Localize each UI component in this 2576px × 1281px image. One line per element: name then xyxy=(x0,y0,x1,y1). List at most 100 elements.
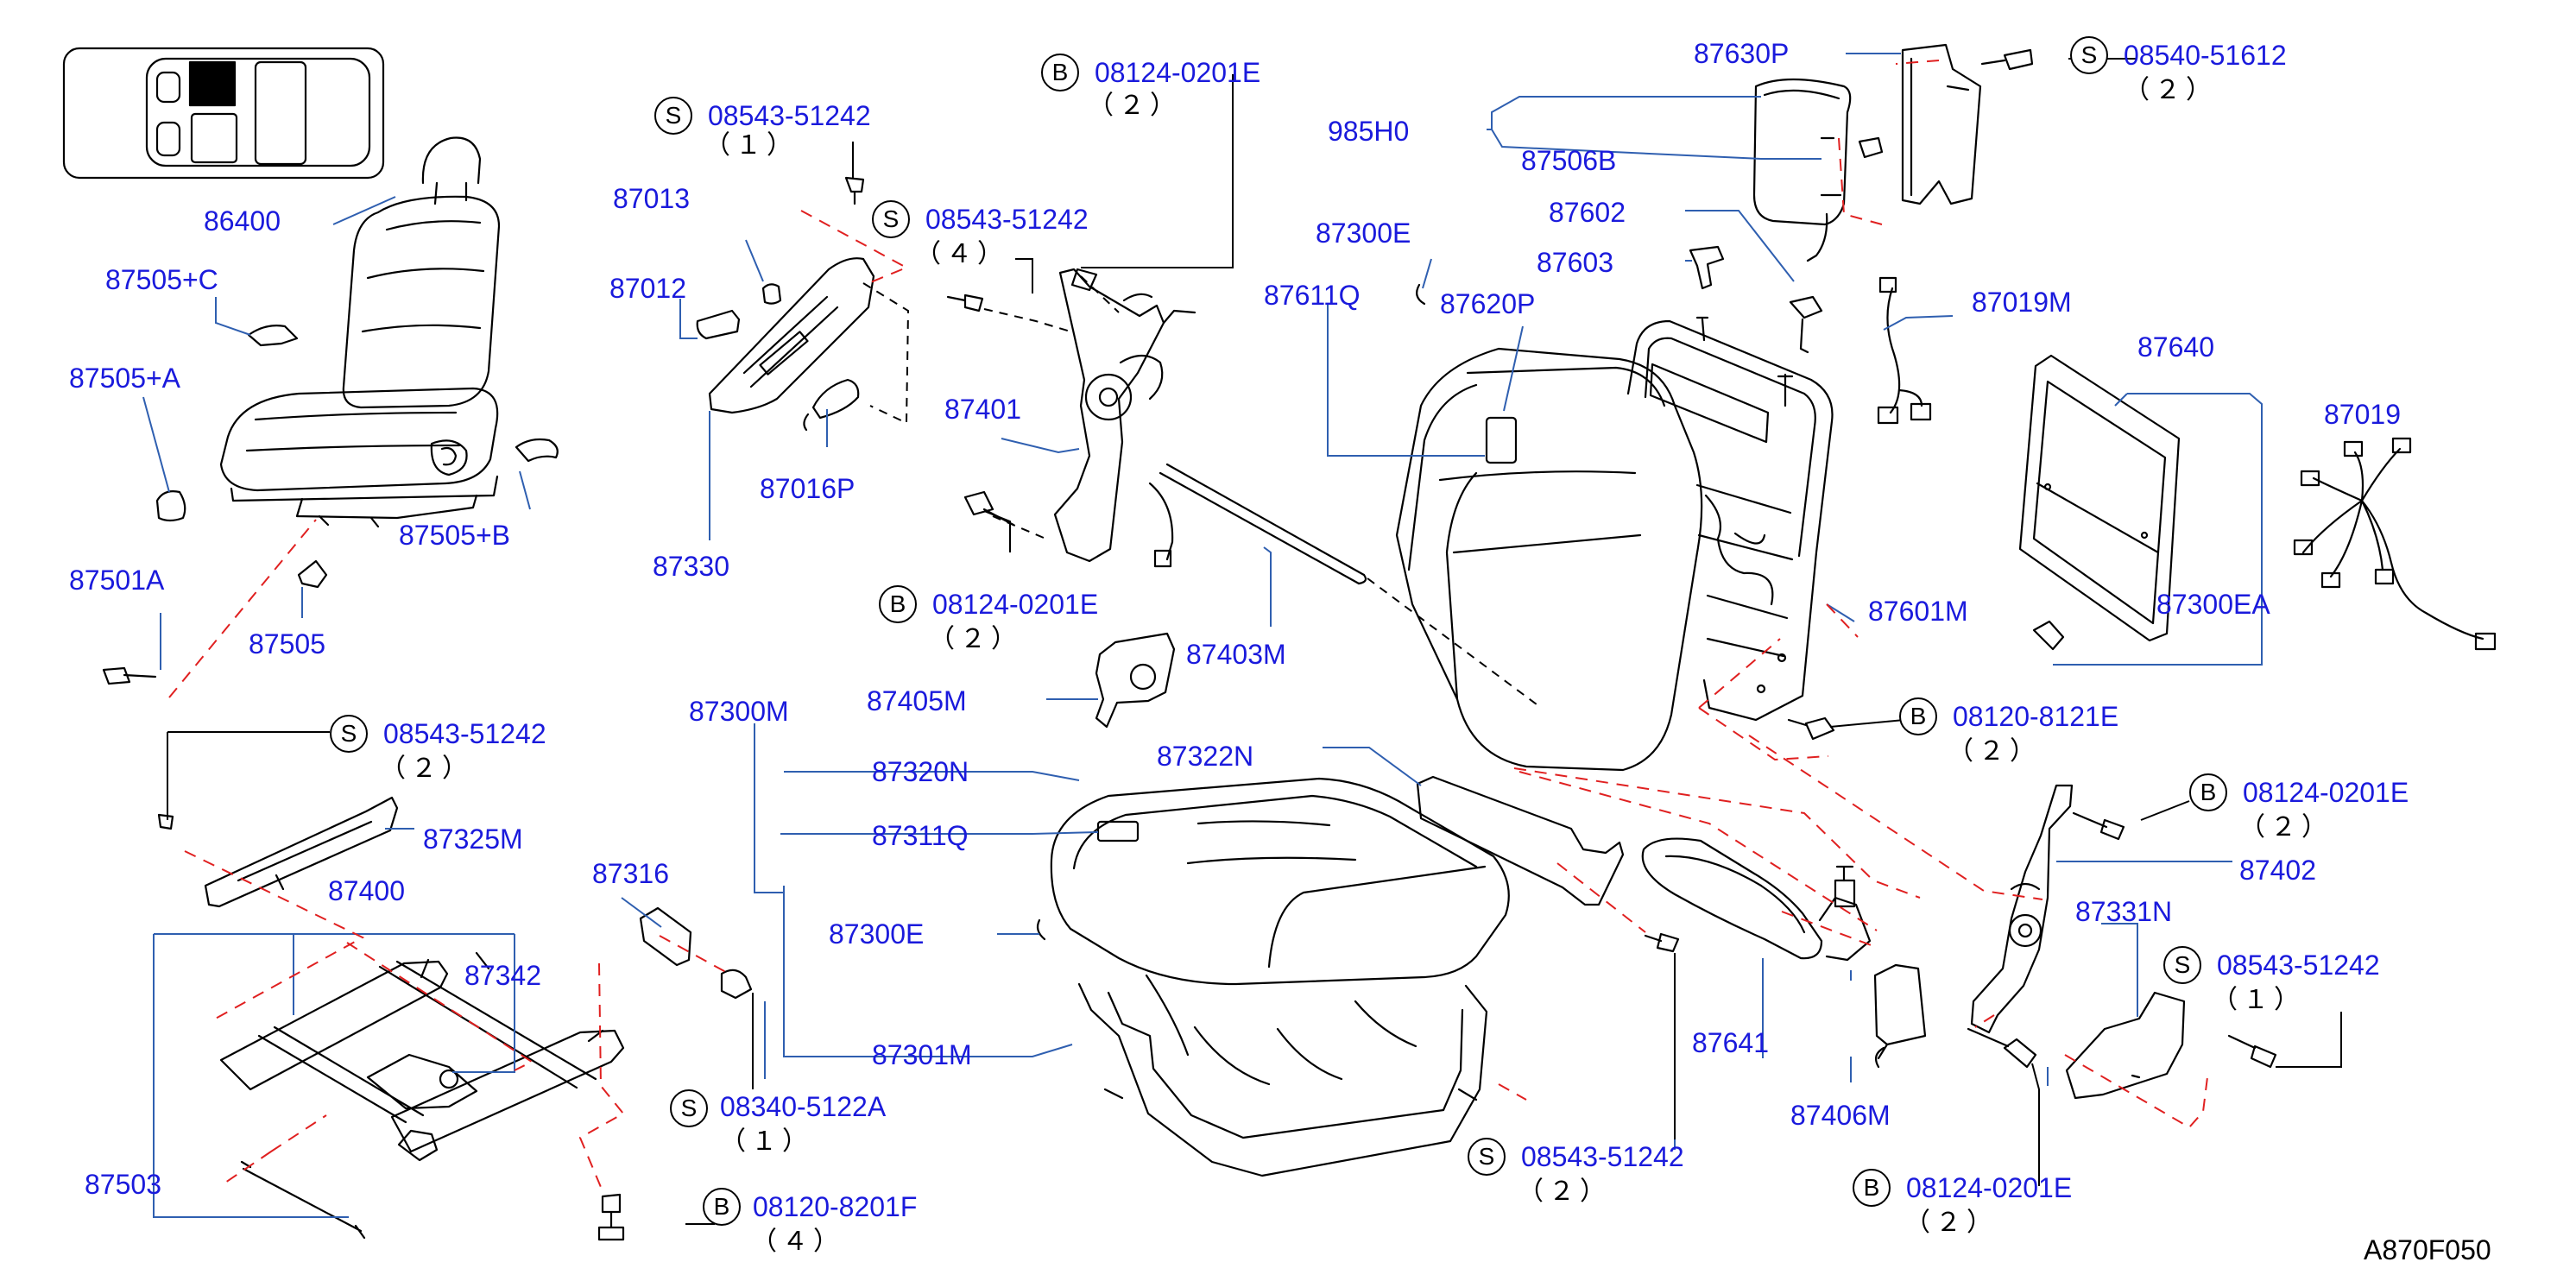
cap-87013-shape xyxy=(761,283,782,305)
bolt-08120-8121e-shape xyxy=(1787,716,1835,741)
wire-headrest-shape xyxy=(1806,212,1828,262)
screw-top-shape xyxy=(844,176,865,205)
guide-87603-shape xyxy=(1689,245,1725,290)
fastener-part-number: 08124-0201E xyxy=(1095,57,1261,88)
label-87641: 87641 xyxy=(1692,1027,1769,1058)
screw-08540-shape xyxy=(1980,48,2034,71)
label-87019: 87019 xyxy=(2324,399,2401,430)
screw-87325m-shape xyxy=(157,813,174,830)
label-87331n: 87331N xyxy=(2075,896,2173,927)
knob-87505b-shape xyxy=(515,438,559,463)
recliner-87402-shape xyxy=(1970,784,2074,1034)
fastener-quantity: （２） xyxy=(2239,813,2333,842)
fastener-part-number: 08124-0201E xyxy=(932,589,1099,620)
hook-87300e-top-shape xyxy=(1415,283,1426,306)
cover-87331n-shape xyxy=(2065,991,2186,1100)
fastener-part-number: 08540-51612 xyxy=(2124,40,2287,71)
label-87505-c: 87505+C xyxy=(105,264,218,295)
label-87402: 87402 xyxy=(2239,855,2316,886)
diagram-code: A870F050 xyxy=(2364,1234,2491,1265)
fastener-type-badge: S xyxy=(654,97,692,135)
label-87611q: 87611Q xyxy=(1264,280,1361,311)
fastener-type-badge: B xyxy=(879,585,917,623)
label-87403m: 87403M xyxy=(1186,639,1286,670)
fastener-type-badge: S xyxy=(2163,946,2201,984)
fastener-part-number: 08124-0201E xyxy=(2243,777,2409,808)
label-87505-a: 87505+A xyxy=(69,363,181,394)
guide-87602-shape xyxy=(1789,295,1823,354)
rod-87403m-shape xyxy=(1159,463,1367,585)
label-87300ea: 87300EA xyxy=(2156,589,2270,620)
label-87342: 87342 xyxy=(464,960,541,991)
label-86400: 86400 xyxy=(204,205,281,237)
label-87401: 87401 xyxy=(944,394,1021,425)
complete-seat-86400 xyxy=(219,136,501,528)
fastener-type-badge: S xyxy=(872,200,910,238)
bolt-upper-87401-shape xyxy=(1070,268,1098,292)
label-87316: 87316 xyxy=(592,858,669,889)
dashed-alignment-lines xyxy=(168,60,2209,1192)
screw-mid-shape xyxy=(946,293,984,312)
cover-87012-shape xyxy=(696,309,741,340)
label-87400: 87400 xyxy=(328,875,405,906)
back-panel-87640-shape xyxy=(2018,354,2181,642)
bolt-87402-low-shape xyxy=(1967,1027,2037,1069)
plate-87322n-shape xyxy=(1416,775,1625,906)
fastener-quantity: （２） xyxy=(929,625,1022,653)
label-87601m: 87601M xyxy=(1868,596,1968,627)
bracket-87405m-shape xyxy=(1095,632,1176,729)
label-87013: 87013 xyxy=(613,183,690,214)
bracket-87630p-right-shape xyxy=(1901,43,1982,205)
fastener-quantity: （２） xyxy=(1518,1177,1611,1206)
fastener-quantity: （２） xyxy=(1088,92,1181,120)
knob-87016p-shape xyxy=(803,378,860,432)
label-87301m: 87301M xyxy=(872,1039,972,1070)
vehicle-locator-inset xyxy=(62,47,385,180)
label-87620p: 87620P xyxy=(1440,288,1536,319)
seatback-frame-87601m-shape xyxy=(1626,316,1834,722)
harness-87019-shape xyxy=(2293,437,2497,651)
label-87300e-top: 87300E xyxy=(1316,218,1411,249)
nut-87506b-shape xyxy=(1858,136,1884,159)
fastener-quantity: （２） xyxy=(2124,76,2217,104)
label-87630p: 87630P xyxy=(1694,38,1790,69)
bracket-87406m-shape xyxy=(1873,963,1927,1069)
seat-frame-87301m-shape xyxy=(1077,974,1488,1177)
fastener-leaders xyxy=(167,58,2342,1225)
label-87325m: 87325M xyxy=(423,824,523,855)
label-87019m: 87019M xyxy=(1972,287,2072,318)
fastener-quantity: （１） xyxy=(704,131,798,160)
cable-87503-shape xyxy=(240,1160,366,1240)
harness-87019m-shape xyxy=(1877,276,1932,425)
clip-87300ea-shape xyxy=(2032,620,2065,651)
label-87505-b: 87505+B xyxy=(399,520,511,551)
label-87405m: 87405M xyxy=(867,685,967,716)
fastener-quantity: （２） xyxy=(1904,1208,1998,1237)
fastener-quantity: （４） xyxy=(915,240,1008,268)
clip-08340-shape xyxy=(720,969,753,1000)
fastener-quantity: （１） xyxy=(720,1127,813,1156)
fastener-type-badge: B xyxy=(1041,54,1079,92)
label-87505: 87505 xyxy=(249,628,325,659)
black-dashed-lines xyxy=(862,275,1537,705)
label-985h0: 985H0 xyxy=(1328,116,1410,147)
fastener-type-badge: B xyxy=(1853,1169,1891,1207)
recliner-87401-shape xyxy=(1053,268,1196,568)
rail-cover-87325m-shape xyxy=(204,796,399,908)
label-87320n: 87320N xyxy=(872,756,969,787)
screw-08543-right-shape xyxy=(2227,1034,2277,1069)
fastener-part-number: 08543-51242 xyxy=(1521,1141,1684,1172)
seatback-87611q-shape xyxy=(1395,347,1703,772)
bolt-87402-top-shape xyxy=(2072,811,2125,841)
label-87300m: 87300M xyxy=(689,696,789,727)
fastener-type-badge: S xyxy=(670,1089,708,1127)
label-87322n: 87322N xyxy=(1157,741,1254,772)
cover-87316-shape xyxy=(639,906,692,967)
fastener-type-badge: B xyxy=(1899,697,1937,735)
fastener-part-number: 08340-5122A xyxy=(720,1091,887,1122)
label-87603: 87603 xyxy=(1537,247,1613,278)
cover-87505c-shape xyxy=(247,325,299,347)
fastener-part-number: 08124-0201E xyxy=(1906,1172,2073,1203)
fastener-part-number: 08120-8201F xyxy=(753,1191,918,1222)
headrest-87630p-shape xyxy=(1752,78,1852,226)
